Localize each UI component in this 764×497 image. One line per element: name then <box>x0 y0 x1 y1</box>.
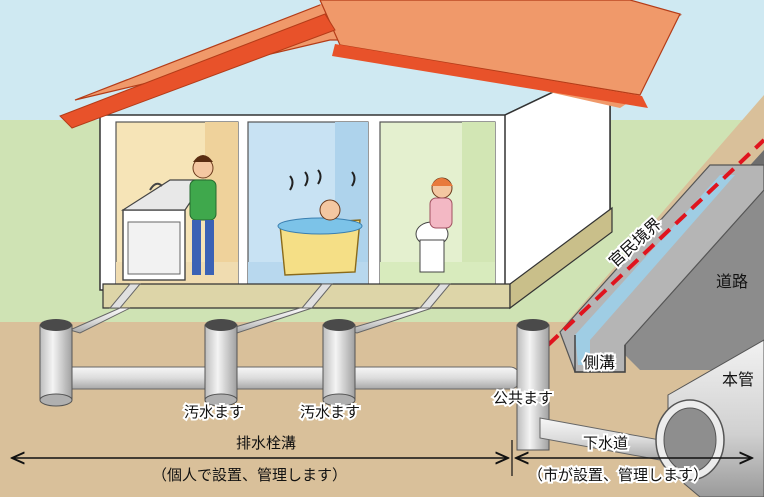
sewage-box-2-label: 汚水ます <box>300 403 360 421</box>
bathtub-icon <box>277 169 363 276</box>
boundary-line <box>546 138 764 347</box>
side-ditch-label: 側溝 <box>583 353 615 372</box>
public-box-label: 公共ます <box>493 389 553 407</box>
side-ditch <box>559 164 764 373</box>
toilet-icon <box>415 177 453 273</box>
sewage-box-1-label: 汚水ます <box>184 403 244 421</box>
sewer-label: 下水道 <box>583 434 628 452</box>
private-drain-label: 排水栓溝 <box>236 434 296 452</box>
main-pipe-label: 本管 <box>722 370 754 389</box>
private-note-label: （個人で設置、管理します） <box>152 466 347 484</box>
drain-stubs <box>108 283 452 309</box>
kitchen-sink-icon <box>120 179 207 281</box>
road-label: 道路 <box>716 272 748 291</box>
sewage-box-2 <box>204 319 238 407</box>
sewage-box-1 <box>39 319 73 407</box>
person-standing-icon <box>189 155 217 275</box>
public-note-label: （市が設置、管理します） <box>528 466 708 484</box>
sewage-box-3 <box>322 319 356 407</box>
roof <box>59 0 683 129</box>
